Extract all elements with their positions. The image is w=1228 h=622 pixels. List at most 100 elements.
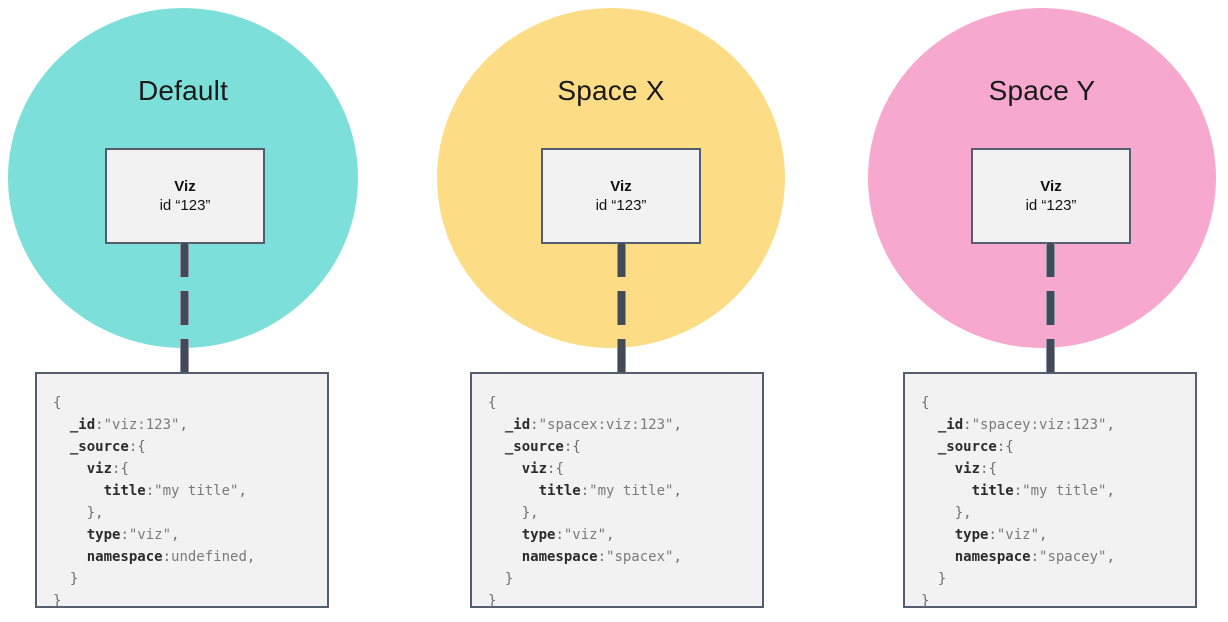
namespace-group-spacex: Space X Viz id “123” { _id:"spacex:viz:1… — [413, 0, 823, 622]
namespace-group-default: Default Viz id “123” { _id:"viz:123", _s… — [0, 0, 410, 622]
dash-segment — [1046, 243, 1055, 277]
namespace-group-spacey: Space Y Viz id “123” { _id:"spacey:viz:1… — [826, 0, 1228, 622]
dash-segment — [617, 291, 626, 325]
code-token: , — [1106, 417, 1115, 433]
viz-node-title: Viz — [610, 177, 632, 195]
code-token: :{ — [128, 439, 146, 455]
code-token: : — [597, 549, 607, 565]
code-token: "my title" — [154, 483, 239, 499]
code-token: "viz:123" — [103, 417, 180, 433]
code-token: }, — [521, 505, 539, 521]
code-token: : — [1030, 549, 1040, 565]
dash-segment — [180, 339, 189, 373]
code-token: _source — [69, 439, 129, 455]
viz-node-title: Viz — [1040, 177, 1062, 195]
code-token: , — [673, 549, 682, 565]
json-code-block: { _id:"viz:123", _source:{ viz:{ title:"… — [53, 392, 313, 612]
code-token: , — [673, 417, 682, 433]
code-token: }, — [954, 505, 972, 521]
code-token: title — [971, 483, 1014, 499]
code-token: :{ — [563, 439, 581, 455]
code-token: }, — [86, 505, 104, 521]
code-token: :{ — [980, 461, 997, 477]
code-token: : — [120, 527, 129, 543]
code-token: : — [530, 417, 539, 433]
code-token: : — [95, 417, 104, 433]
code-token: "spacey:viz:123" — [971, 417, 1107, 433]
code-token: , — [238, 483, 247, 499]
code-token: , — [171, 527, 180, 543]
code-token: undefined — [171, 549, 247, 565]
code-token: type — [954, 527, 989, 543]
code-token: , — [1106, 549, 1115, 565]
code-token: "viz" — [128, 527, 172, 543]
json-code-block: { _id:"spacex:viz:123", _source:{ viz:{ … — [488, 392, 748, 612]
code-token: } — [53, 593, 62, 609]
viz-node-spacex[interactable]: Viz id “123” — [541, 148, 701, 244]
code-token: "my title" — [589, 483, 674, 499]
code-token: viz — [954, 461, 981, 477]
code-token: "spacex:viz:123" — [538, 417, 674, 433]
code-token: _source — [937, 439, 997, 455]
code-token: "my title" — [1022, 483, 1107, 499]
code-token: , — [606, 527, 615, 543]
viz-node-id: id “123” — [595, 196, 647, 214]
code-token: namespace — [954, 549, 1031, 565]
code-token: _source — [504, 439, 564, 455]
code-token: } — [504, 571, 514, 587]
code-token: , — [246, 549, 256, 565]
dashed-connector-default — [180, 243, 189, 373]
code-token: { — [921, 395, 930, 411]
namespace-circle-spacex: Space X — [437, 8, 785, 348]
code-token: "spacex" — [606, 549, 674, 565]
document-json-default: { _id:"viz:123", _source:{ viz:{ title:"… — [35, 372, 329, 609]
document-json-spacex: { _id:"spacex:viz:123", _source:{ viz:{ … — [470, 372, 764, 609]
code-token: "viz" — [996, 527, 1040, 543]
dash-segment — [617, 339, 626, 373]
dash-segment — [180, 291, 189, 325]
viz-node-default[interactable]: Viz id “123” — [105, 148, 265, 244]
code-token: : — [145, 483, 155, 499]
code-token: _id — [69, 417, 96, 433]
code-token: } — [488, 593, 497, 609]
dash-segment — [180, 243, 189, 277]
dash-segment — [617, 243, 626, 277]
code-token: viz — [521, 461, 548, 477]
code-token: } — [921, 593, 930, 609]
code-token: "viz" — [563, 527, 607, 543]
dashed-connector-spacex — [617, 243, 626, 373]
code-token: _id — [504, 417, 531, 433]
code-token: :{ — [547, 461, 564, 477]
namespace-title-spacex: Space X — [557, 75, 665, 106]
code-token: type — [521, 527, 556, 543]
code-token: namespace — [86, 549, 163, 565]
code-token: namespace — [521, 549, 598, 565]
code-token: :{ — [112, 461, 129, 477]
code-token: : — [988, 527, 997, 543]
code-token: , — [673, 483, 682, 499]
document-json-spacey: { _id:"spacey:viz:123", _source:{ viz:{ … — [903, 372, 1197, 609]
code-token: , — [179, 417, 188, 433]
code-token: :{ — [996, 439, 1014, 455]
code-token: { — [488, 395, 497, 411]
dash-segment — [1046, 339, 1055, 373]
code-token: type — [86, 527, 121, 543]
code-token: : — [963, 417, 972, 433]
code-token: viz — [86, 461, 113, 477]
code-token: title — [538, 483, 581, 499]
json-code-block: { _id:"spacey:viz:123", _source:{ viz:{ … — [921, 392, 1181, 612]
viz-node-spacey[interactable]: Viz id “123” — [971, 148, 1131, 244]
viz-node-id: id “123” — [1025, 196, 1077, 214]
code-token: title — [103, 483, 146, 499]
dash-segment — [1046, 291, 1055, 325]
code-token: _id — [937, 417, 964, 433]
viz-node-id: id “123” — [159, 196, 211, 214]
code-token: : — [1013, 483, 1023, 499]
viz-node-title: Viz — [174, 177, 196, 195]
namespace-title-spacey: Space Y — [988, 75, 1096, 106]
code-token: } — [937, 571, 947, 587]
code-token: : — [580, 483, 590, 499]
dashed-connector-spacey — [1046, 243, 1055, 373]
code-token: , — [1106, 483, 1115, 499]
